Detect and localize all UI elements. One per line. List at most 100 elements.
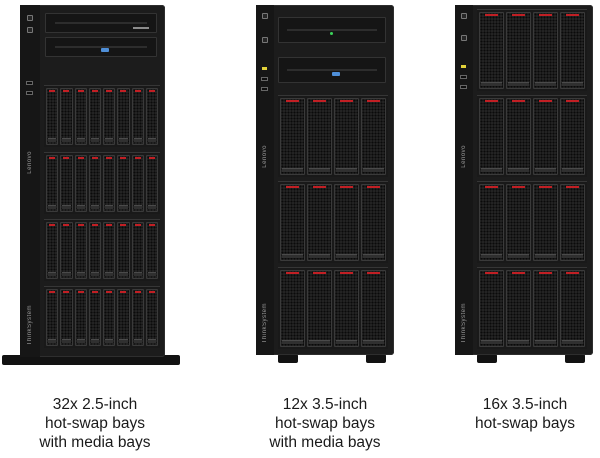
- server-3-chassis: Lenovo ThinkSystem: [455, 5, 593, 355]
- power-button-icon[interactable]: [461, 13, 467, 19]
- drive-bay[interactable]: [117, 88, 130, 145]
- drive-bay[interactable]: [60, 88, 73, 145]
- drive-bay[interactable]: [103, 88, 116, 145]
- drive-bay[interactable]: [479, 184, 504, 261]
- brand-lenovo: Lenovo: [461, 145, 467, 168]
- drive-bay[interactable]: [103, 155, 116, 212]
- optical-drive-icon[interactable]: [278, 57, 386, 83]
- drive-bay-row-4: [44, 286, 160, 348]
- usb-port-icon[interactable]: [460, 85, 467, 89]
- drive-bay[interactable]: [74, 155, 87, 212]
- drive-bay[interactable]: [361, 98, 386, 175]
- drive-bay[interactable]: [46, 222, 59, 279]
- drive-bay[interactable]: [60, 155, 73, 212]
- id-button-icon[interactable]: [27, 27, 33, 33]
- id-button-icon[interactable]: [461, 35, 467, 41]
- brand-thinksystem: ThinkSystem: [461, 303, 467, 344]
- server-2-foot: [366, 354, 386, 363]
- drive-bay[interactable]: [479, 270, 504, 347]
- drive-bay[interactable]: [361, 184, 386, 261]
- drive-bay[interactable]: [88, 88, 101, 145]
- drive-bay[interactable]: [506, 98, 531, 175]
- drive-bay[interactable]: [103, 222, 116, 279]
- id-button-icon[interactable]: [262, 37, 268, 43]
- drive-bay[interactable]: [117, 155, 130, 212]
- power-button-icon[interactable]: [27, 15, 33, 21]
- drive-bay-row-3: [278, 267, 388, 349]
- drive-bay[interactable]: [506, 270, 531, 347]
- usb-port-icon[interactable]: [26, 91, 33, 95]
- optical-drive-icon[interactable]: [45, 37, 157, 57]
- server-2-foot: [278, 354, 298, 363]
- id-led-icon: [461, 65, 466, 68]
- drive-bay[interactable]: [74, 88, 87, 145]
- drive-bay[interactable]: [46, 289, 59, 346]
- drive-bay[interactable]: [280, 270, 305, 347]
- drive-bay[interactable]: [506, 12, 531, 89]
- drive-bay[interactable]: [131, 155, 144, 212]
- drive-bay[interactable]: [334, 270, 359, 347]
- drive-bay[interactable]: [103, 289, 116, 346]
- drive-bay[interactable]: [533, 12, 558, 89]
- power-button-icon[interactable]: [262, 13, 268, 19]
- drive-bay[interactable]: [560, 12, 585, 89]
- drive-bay[interactable]: [74, 222, 87, 279]
- drive-bay[interactable]: [74, 289, 87, 346]
- drive-bay[interactable]: [60, 289, 73, 346]
- drive-bay[interactable]: [560, 98, 585, 175]
- drive-bay[interactable]: [506, 184, 531, 261]
- server-1-control-column: [20, 5, 40, 357]
- drive-bay[interactable]: [560, 184, 585, 261]
- optical-drive-icon[interactable]: [45, 13, 157, 33]
- drive-bay[interactable]: [307, 98, 332, 175]
- drive-bay[interactable]: [117, 289, 130, 346]
- drive-bay[interactable]: [479, 98, 504, 175]
- caption-line: 12x 3.5-inch: [282, 396, 368, 413]
- drive-bay[interactable]: [533, 98, 558, 175]
- drive-bay[interactable]: [88, 155, 101, 212]
- drive-bay[interactable]: [145, 155, 158, 212]
- brand-lenovo: Lenovo: [262, 145, 268, 168]
- caption-server-1: 32x 2.5-inch hot-swap bays with media ba…: [10, 395, 180, 452]
- drive-bay[interactable]: [145, 222, 158, 279]
- drive-bay[interactable]: [307, 270, 332, 347]
- usb-port-icon[interactable]: [261, 87, 268, 91]
- drive-bay[interactable]: [131, 222, 144, 279]
- drive-bay[interactable]: [560, 270, 585, 347]
- drive-bay[interactable]: [334, 184, 359, 261]
- drive-bay[interactable]: [334, 98, 359, 175]
- drive-bay-row-1: [477, 9, 587, 91]
- usb-port-icon[interactable]: [261, 77, 268, 81]
- caption-line: hot-swap bays: [475, 415, 575, 432]
- caption-line: with media bays: [39, 434, 151, 451]
- caption-server-2: 12x 3.5-inch hot-swap bays with media ba…: [240, 395, 410, 452]
- drive-bay[interactable]: [280, 184, 305, 261]
- drive-bay[interactable]: [361, 270, 386, 347]
- drive-bay[interactable]: [533, 184, 558, 261]
- usb-port-icon[interactable]: [460, 75, 467, 79]
- drive-bay[interactable]: [46, 155, 59, 212]
- caption-line: with media bays: [269, 434, 381, 451]
- drive-bay[interactable]: [145, 289, 158, 346]
- drive-bay[interactable]: [131, 88, 144, 145]
- caption-line: 16x 3.5-inch: [482, 396, 568, 413]
- drive-bay[interactable]: [60, 222, 73, 279]
- drive-bay[interactable]: [533, 270, 558, 347]
- drive-bay[interactable]: [117, 222, 130, 279]
- id-led-icon: [262, 67, 267, 70]
- drive-bay[interactable]: [46, 88, 59, 145]
- usb-port-icon[interactable]: [26, 81, 33, 85]
- server-2-chassis: Lenovo ThinkSystem: [256, 5, 394, 355]
- drive-bay[interactable]: [307, 184, 332, 261]
- optical-drive-icon[interactable]: [278, 17, 386, 43]
- drive-bay[interactable]: [131, 289, 144, 346]
- brand-thinksystem: ThinkSystem: [27, 305, 33, 346]
- drive-bay[interactable]: [88, 222, 101, 279]
- drive-bay[interactable]: [280, 98, 305, 175]
- drive-bay[interactable]: [145, 88, 158, 145]
- server-2-control-column: [256, 5, 274, 355]
- drive-bay-row-4: [477, 267, 587, 349]
- drive-bay[interactable]: [479, 12, 504, 89]
- drive-bay[interactable]: [88, 289, 101, 346]
- drive-bay-row-3: [44, 219, 160, 281]
